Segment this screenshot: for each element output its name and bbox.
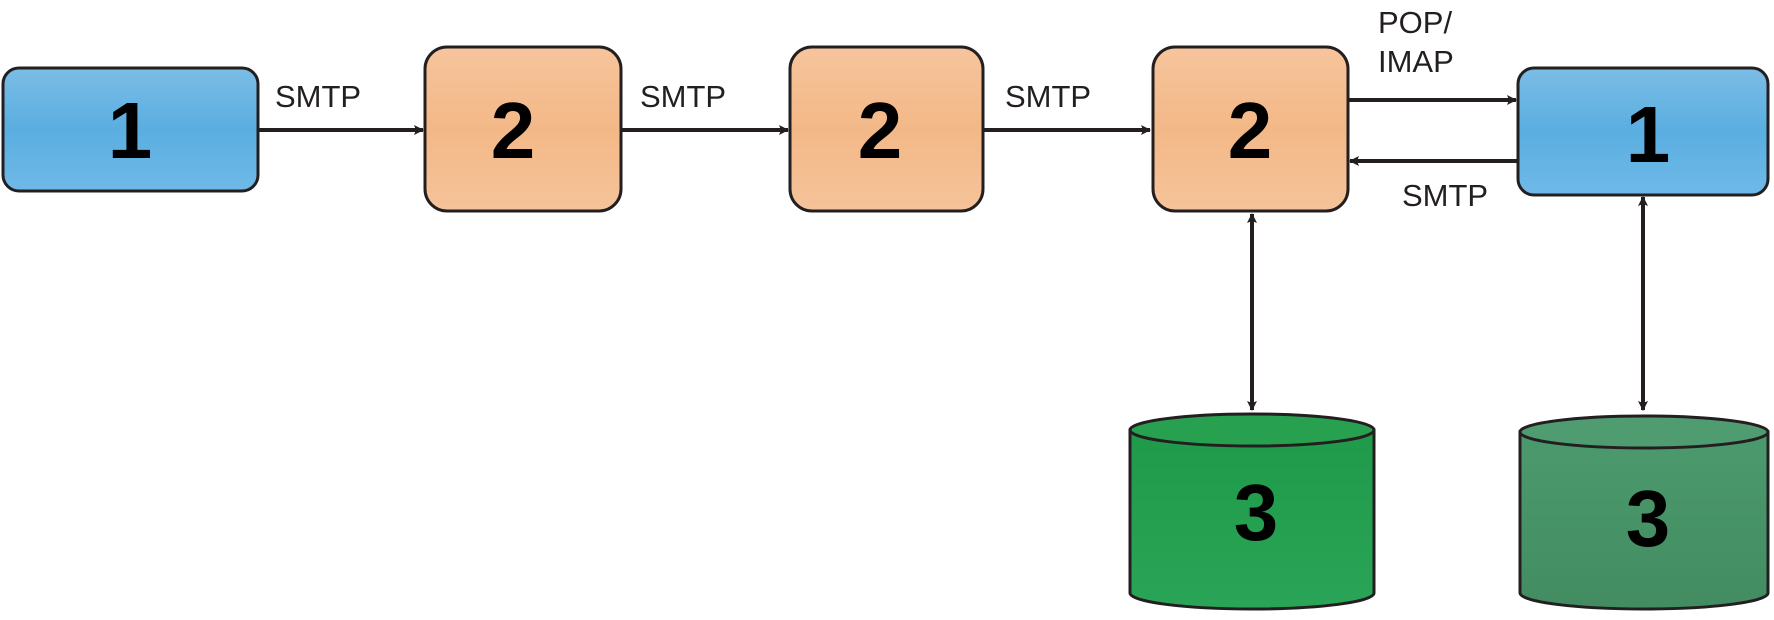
edge-label-smtp-back: SMTP [1402,178,1488,213]
node-label: 3 [1234,468,1279,557]
edge-label-imap: IMAP [1378,44,1454,79]
node-label: 3 [1626,474,1671,563]
node-label: 1 [108,86,153,175]
edges [258,95,1648,411]
edge-label-smtp-2: SMTP [640,79,726,114]
node-client-sender: 1 [1,66,260,193]
node-client-receiver: 1 [1516,66,1770,197]
node-server-c: 2 [1151,45,1350,213]
node-label: 2 [491,86,536,175]
storage-client: 3 [1518,414,1770,611]
node-label: 2 [858,86,903,175]
edge-label-pop: POP/ [1378,5,1452,40]
node-server-a: 2 [423,45,623,213]
node-server-b: 2 [788,45,985,213]
edge-label-smtp-1: SMTP [275,79,361,114]
node-label: 2 [1228,86,1273,175]
storage-server: 3 [1128,412,1376,611]
node-label: 1 [1626,90,1671,179]
edge-label-smtp-3: SMTP [1005,79,1091,114]
